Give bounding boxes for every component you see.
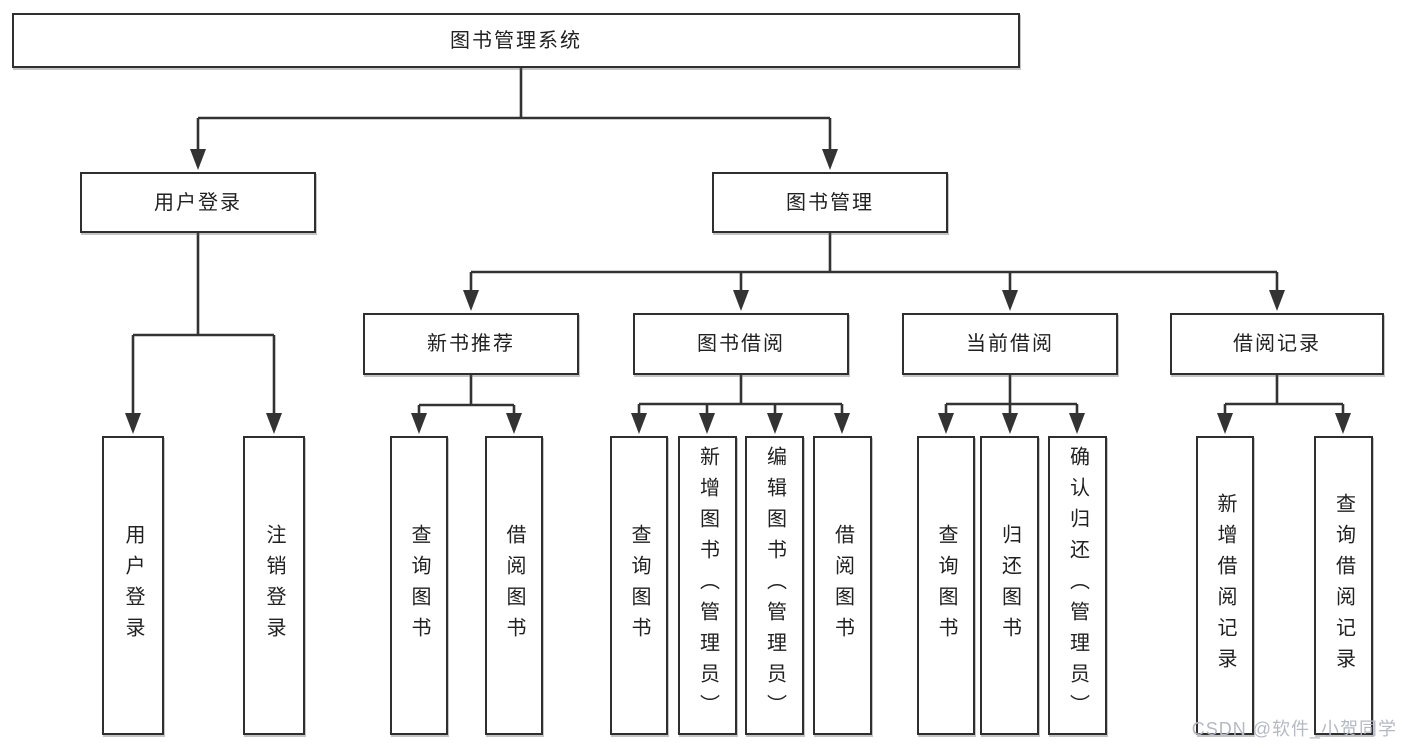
leaf-add-borrow-record: 新增借阅记录	[1196, 436, 1254, 735]
node-label: 用户登录	[154, 191, 242, 214]
node-label: 编辑图书（管理员）	[763, 446, 786, 725]
node-book-management: 图书管理	[712, 172, 948, 233]
arrow-down-icon	[733, 290, 749, 311]
node-label: 借阅图书	[831, 523, 854, 648]
node-label: 用户登录	[122, 523, 144, 648]
arrow-down-icon	[822, 149, 838, 170]
leaf-confirm-return-admin: 确认归还（管理员）	[1048, 436, 1107, 735]
node-label: 当前借阅	[966, 333, 1054, 355]
leaf-query-books-borrow: 查询图书	[610, 436, 668, 735]
node-label: 借阅记录	[1233, 333, 1321, 355]
arrow-down-icon	[125, 413, 141, 434]
node-new-book-recommend: 新书推荐	[363, 313, 579, 375]
connector-book-borrow-to-leaves	[631, 375, 850, 434]
arrow-down-icon	[1217, 413, 1233, 434]
node-label: 查询图书	[408, 523, 430, 648]
arrow-down-icon	[1269, 290, 1285, 311]
connector-root-to-level2	[190, 68, 838, 170]
leaf-query-books-recommend: 查询图书	[390, 436, 448, 735]
node-label: 归还图书	[998, 523, 1021, 648]
node-book-borrow: 图书借阅	[633, 313, 849, 375]
connector-line	[131, 233, 276, 414]
node-label: 查询图书	[935, 523, 957, 648]
node-current-borrow: 当前借阅	[902, 313, 1118, 375]
connector-line	[944, 375, 1079, 415]
node-label: 图书管理	[786, 191, 874, 214]
leaf-logout: 注销登录	[243, 436, 305, 735]
node-user-login: 用户登录	[80, 172, 316, 233]
arrow-down-icon	[631, 413, 647, 434]
node-label: 注销登录	[263, 523, 285, 648]
connector-line	[637, 375, 844, 415]
arrow-down-icon	[1002, 290, 1018, 311]
node-label: 查询借阅记录	[1332, 492, 1355, 679]
leaf-return-books: 归还图书	[980, 436, 1039, 735]
connector-user-login-to-leaves	[125, 233, 282, 434]
connector-line	[196, 68, 832, 150]
leaf-query-borrow-record: 查询借阅记录	[1314, 436, 1373, 735]
arrow-down-icon	[834, 413, 850, 434]
node-label: 图书借阅	[697, 333, 785, 355]
arrow-down-icon	[266, 413, 282, 434]
arrow-down-icon	[190, 149, 206, 170]
arrow-down-icon	[1069, 413, 1085, 434]
node-label: 借阅图书	[503, 523, 525, 648]
connector-book-management-to-level3	[463, 233, 1285, 311]
arrow-down-icon	[1335, 413, 1351, 434]
leaf-add-books-admin: 新增图书（管理员）	[678, 436, 737, 735]
connector-current-borrow-to-leaves	[938, 375, 1085, 434]
node-label: 查询图书	[628, 523, 650, 648]
leaf-user-login: 用户登录	[102, 436, 164, 735]
connector-new-book-recommend-to-leaves	[411, 375, 522, 434]
leaf-query-books-current: 查询图书	[917, 436, 975, 735]
node-label: 确认归还（管理员）	[1066, 446, 1089, 725]
connector-borrow-records-to-leaves	[1217, 375, 1351, 434]
node-label: 新增借阅记录	[1214, 492, 1236, 679]
connector-line	[1223, 375, 1345, 415]
arrow-down-icon	[506, 413, 522, 434]
node-label: 新增图书（管理员）	[696, 446, 719, 725]
arrow-down-icon	[767, 413, 783, 434]
connector-line	[469, 233, 1279, 291]
arrow-down-icon	[463, 290, 479, 311]
arrow-down-icon	[1002, 413, 1018, 434]
arrow-down-icon	[938, 413, 954, 434]
leaf-borrow-books: 借阅图书	[813, 436, 872, 735]
arrow-down-icon	[411, 413, 427, 434]
node-label: 新书推荐	[427, 333, 515, 355]
csdn-watermark: CSDN @软件_小贺同学	[1191, 719, 1397, 739]
node-borrow-records: 借阅记录	[1170, 313, 1384, 375]
node-library-management-system: 图书管理系统	[12, 13, 1020, 68]
arrow-down-icon	[699, 413, 715, 434]
connector-line	[417, 375, 516, 415]
leaf-edit-books-admin: 编辑图书（管理员）	[745, 436, 804, 735]
node-label: 图书管理系统	[450, 29, 582, 52]
leaf-borrow-books-recommend: 借阅图书	[485, 436, 543, 735]
